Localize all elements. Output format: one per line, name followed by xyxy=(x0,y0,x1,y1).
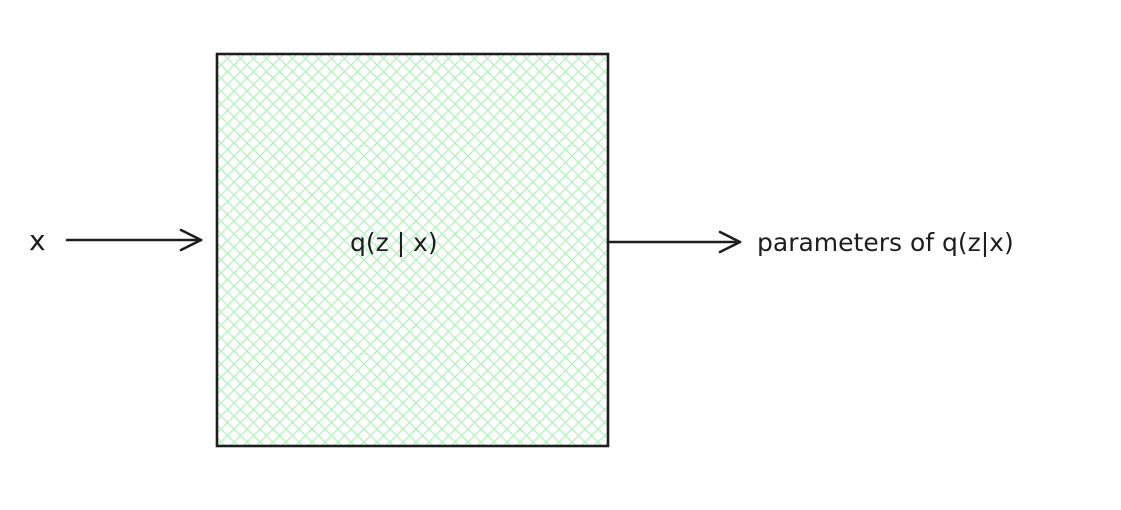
input-label: x xyxy=(29,224,46,257)
output-label: parameters of q(z|x) xyxy=(757,228,1014,257)
input-arrow xyxy=(65,228,203,252)
encoder-box xyxy=(215,52,610,448)
output-arrow xyxy=(606,230,742,254)
box-label: q(z | x) xyxy=(350,228,438,257)
